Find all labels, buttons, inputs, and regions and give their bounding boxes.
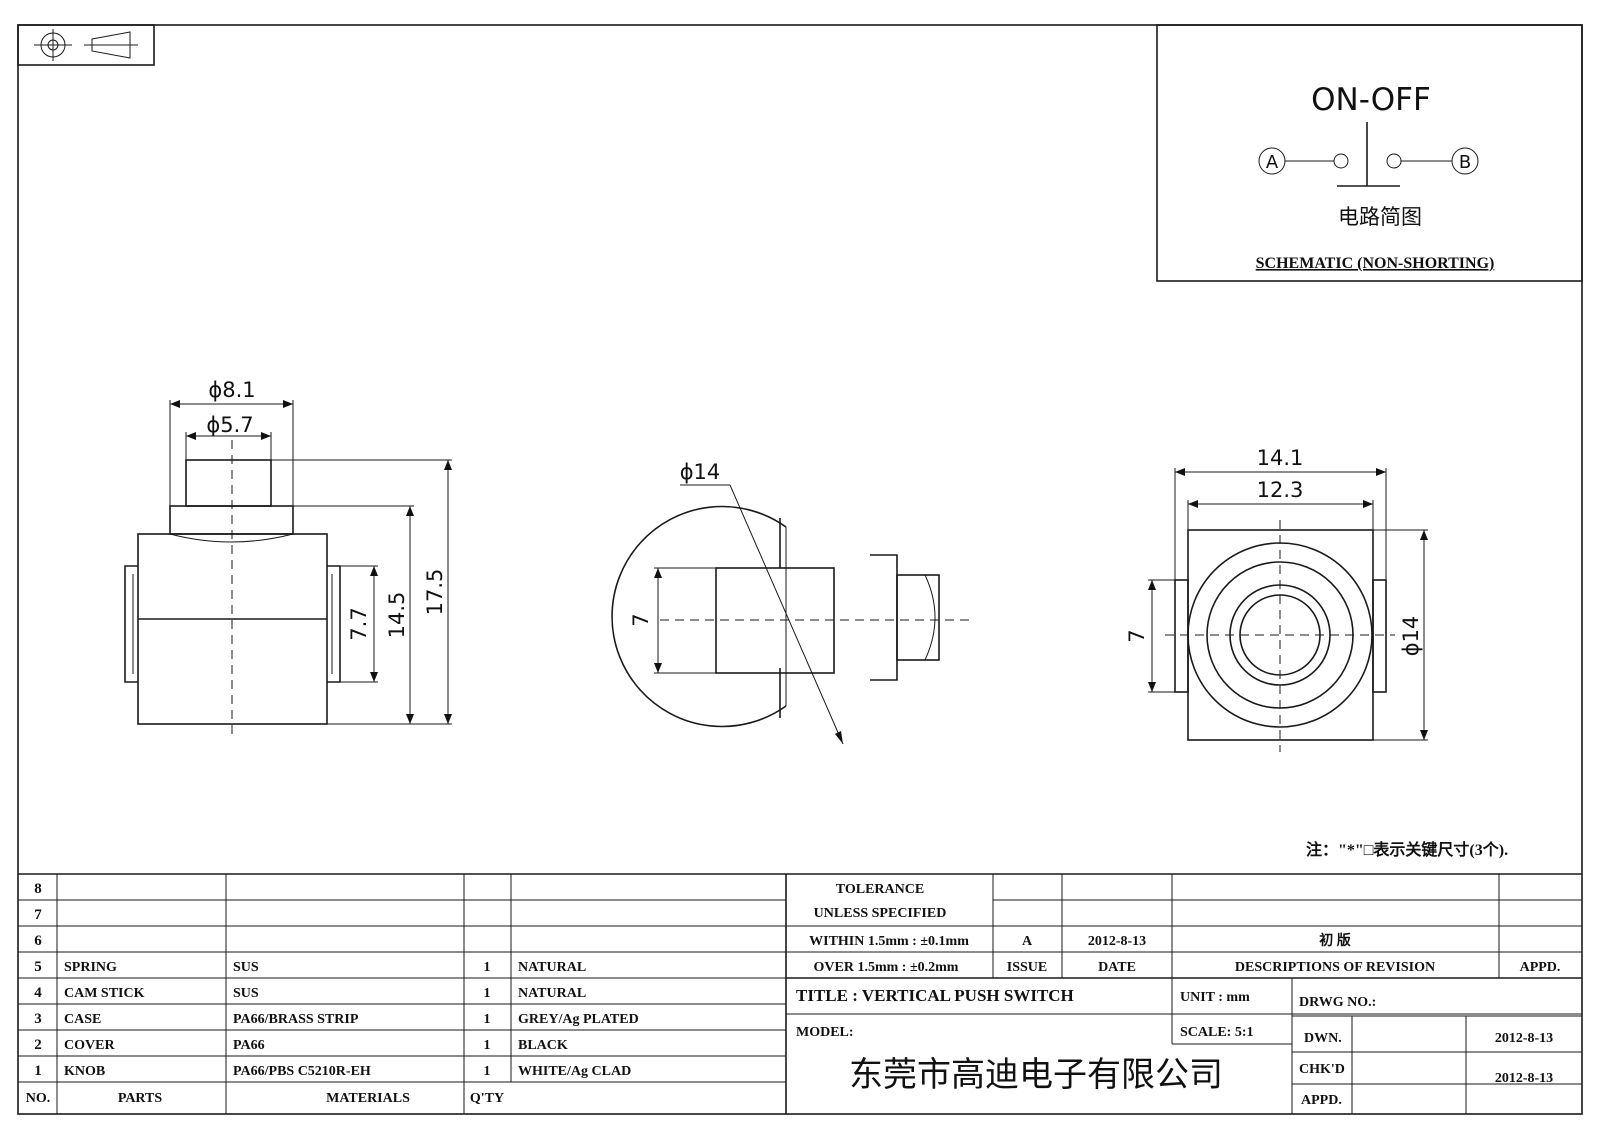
terminal-b-label: B <box>1459 152 1471 173</box>
svg-text:5: 5 <box>34 959 42 975</box>
parts-row-6: 6 <box>34 933 42 949</box>
appd-label: APPD. <box>1520 960 1561 975</box>
dim-h145: 14.5 <box>385 592 409 639</box>
drwg-no-label: DRWG NO.: <box>1299 995 1376 1010</box>
title-block: TITLE : VERTICAL PUSH SWITCH UNIT : mm D… <box>786 978 1582 1114</box>
scale-label: SCALE: 5:1 <box>1180 1025 1254 1040</box>
dim-w123: 12.3 <box>1257 478 1304 502</box>
dim-w141: 14.1 <box>1257 446 1304 470</box>
model-label: MODEL: <box>796 1025 854 1040</box>
dwn-label: DWN. <box>1304 1031 1342 1046</box>
svg-text:CAM STICK: CAM STICK <box>64 986 145 1001</box>
svg-text:NO.: NO. <box>26 1091 51 1106</box>
parts-row-1: 1 KNOB PA66/PBS C5210R-EH 1 WHITE/Ag CLA… <box>34 1063 631 1079</box>
schematic-type-label: ON-OFF <box>1311 82 1431 118</box>
svg-text:BLACK: BLACK <box>518 1038 568 1053</box>
parts-row-8: 8 <box>34 881 42 897</box>
svg-text:2: 2 <box>34 1037 42 1053</box>
tolerance-line4: OVER 1.5mm : ±0.2mm <box>814 960 959 975</box>
issue-label: ISSUE <box>1007 960 1047 975</box>
svg-text:PARTS: PARTS <box>118 1091 163 1106</box>
revision-issue: A <box>1022 934 1033 949</box>
chkd-date: 2012-8-13 <box>1495 1071 1553 1086</box>
parts-table: 8 7 6 5 SPRING SUS 1 NATURAL 4 CAM STICK… <box>18 873 1582 1114</box>
svg-text:6: 6 <box>34 933 42 949</box>
dim-d14-top: ϕ14 <box>680 460 721 484</box>
front-view: 14.1 12.3 7 ϕ14 <box>1125 446 1428 752</box>
dim-h175: 17.5 <box>423 569 447 616</box>
parts-row-2: 2 COVER PA66 1 BLACK <box>34 1037 568 1053</box>
schematic-caption: SCHEMATIC (NON-SHORTING) <box>1256 255 1495 272</box>
projection-symbol-icon <box>17 24 155 66</box>
revision-block: TOLERANCE UNLESS SPECIFIED WITHIN 1.5mm … <box>786 874 1582 979</box>
chkd-label: CHK'D <box>1299 1062 1345 1077</box>
unit-label: UNIT : mm <box>1180 990 1250 1005</box>
svg-text:1: 1 <box>484 1064 491 1079</box>
svg-text:NATURAL: NATURAL <box>518 986 586 1001</box>
svg-text:SUS: SUS <box>233 960 259 975</box>
svg-text:1: 1 <box>484 1038 491 1053</box>
parts-row-7: 7 <box>34 907 42 923</box>
schematic-cn-label: 电路简图 <box>1338 205 1422 229</box>
svg-text:PA66/BRASS STRIP: PA66/BRASS STRIP <box>233 1012 359 1027</box>
revision-desc: 初 版 <box>1319 932 1351 949</box>
svg-text:1: 1 <box>484 960 491 975</box>
svg-text:1: 1 <box>34 1063 42 1079</box>
dim-h77: 7.7 <box>347 607 371 640</box>
side-view: ϕ8.1 ϕ5.7 7.7 14.5 17.5 <box>124 378 452 740</box>
svg-text:1: 1 <box>484 986 491 1001</box>
svg-text:SPRING: SPRING <box>64 960 117 975</box>
top-view: ϕ14 7 <box>611 460 970 745</box>
dim-h7-front: 7 <box>1125 629 1149 642</box>
desc-label: DESCRIPTIONS OF REVISION <box>1235 960 1435 975</box>
schematic-box: ON-OFF A B 电路简图 SCHEMATIC (NON-SHORTING) <box>1156 24 1583 282</box>
dim-d81: ϕ8.1 <box>208 378 255 402</box>
dim-d14-front: ϕ14 <box>1399 616 1423 657</box>
terminal-a-label: A <box>1266 152 1279 173</box>
company-name: 东莞市高迪电子有限公司 <box>849 1055 1223 1095</box>
svg-text:7: 7 <box>34 907 42 923</box>
svg-text:Q'TY: Q'TY <box>470 1091 504 1106</box>
svg-text:MATERIALS: MATERIALS <box>326 1091 410 1106</box>
parts-row-4: 4 CAM STICK SUS 1 NATURAL <box>34 985 586 1001</box>
svg-text:COVER: COVER <box>64 1038 115 1053</box>
svg-text:WHITE/Ag CLAD: WHITE/Ag CLAD <box>518 1064 631 1079</box>
svg-text:1: 1 <box>484 1012 491 1027</box>
sheet-border <box>17 24 1583 1115</box>
dim-h7-top: 7 <box>629 613 653 626</box>
note-text: 注："*"□表示关键尺寸(3个). <box>1306 840 1508 859</box>
svg-text:3: 3 <box>34 1011 42 1027</box>
parts-header-row: NO. PARTS MATERIALS Q'TY <box>26 1091 504 1106</box>
dim-d57: ϕ5.7 <box>206 413 253 437</box>
svg-text:NATURAL: NATURAL <box>518 960 586 975</box>
svg-text:SUS: SUS <box>233 986 259 1001</box>
dwn-date: 2012-8-13 <box>1495 1031 1553 1046</box>
svg-text:CASE: CASE <box>64 1012 101 1027</box>
svg-text:PA66: PA66 <box>233 1038 265 1053</box>
drawing-title: TITLE : VERTICAL PUSH SWITCH <box>796 986 1074 1005</box>
tolerance-line3: WITHIN 1.5mm : ±0.1mm <box>809 934 969 949</box>
tolerance-line1: TOLERANCE <box>836 882 924 897</box>
appd-title-label: APPD. <box>1301 1093 1342 1108</box>
svg-text:8: 8 <box>34 881 42 897</box>
date-label: DATE <box>1098 960 1136 975</box>
parts-row-5: 5 SPRING SUS 1 NATURAL <box>34 959 586 975</box>
tolerance-line2: UNLESS SPECIFIED <box>814 906 947 921</box>
revision-date: 2012-8-13 <box>1088 934 1146 949</box>
svg-text:GREY/Ag PLATED: GREY/Ag PLATED <box>518 1012 639 1027</box>
svg-text:4: 4 <box>34 985 42 1001</box>
parts-row-3: 3 CASE PA66/BRASS STRIP 1 GREY/Ag PLATED <box>34 1011 638 1027</box>
svg-text:PA66/PBS C5210R-EH: PA66/PBS C5210R-EH <box>233 1064 371 1079</box>
svg-text:KNOB: KNOB <box>64 1064 105 1079</box>
